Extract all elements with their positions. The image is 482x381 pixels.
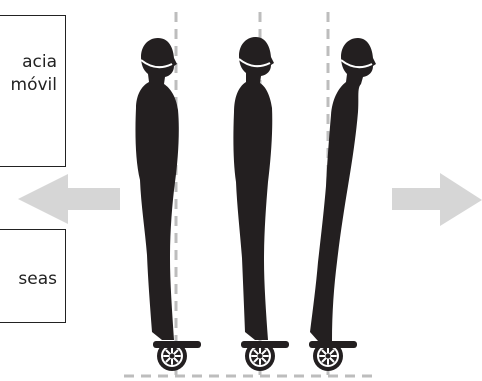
wheel-icon-1 — [153, 341, 201, 371]
arrow-left-icon — [18, 174, 120, 224]
wheel-icon-2 — [241, 341, 289, 371]
rider-silhouette-icon-3 — [310, 38, 376, 341]
wheel-icon-3 — [309, 341, 357, 371]
rider-silhouette-icon-1 — [135, 38, 178, 340]
rider-silhouette-icon-2 — [233, 37, 274, 340]
arrow-right-icon — [392, 173, 482, 226]
